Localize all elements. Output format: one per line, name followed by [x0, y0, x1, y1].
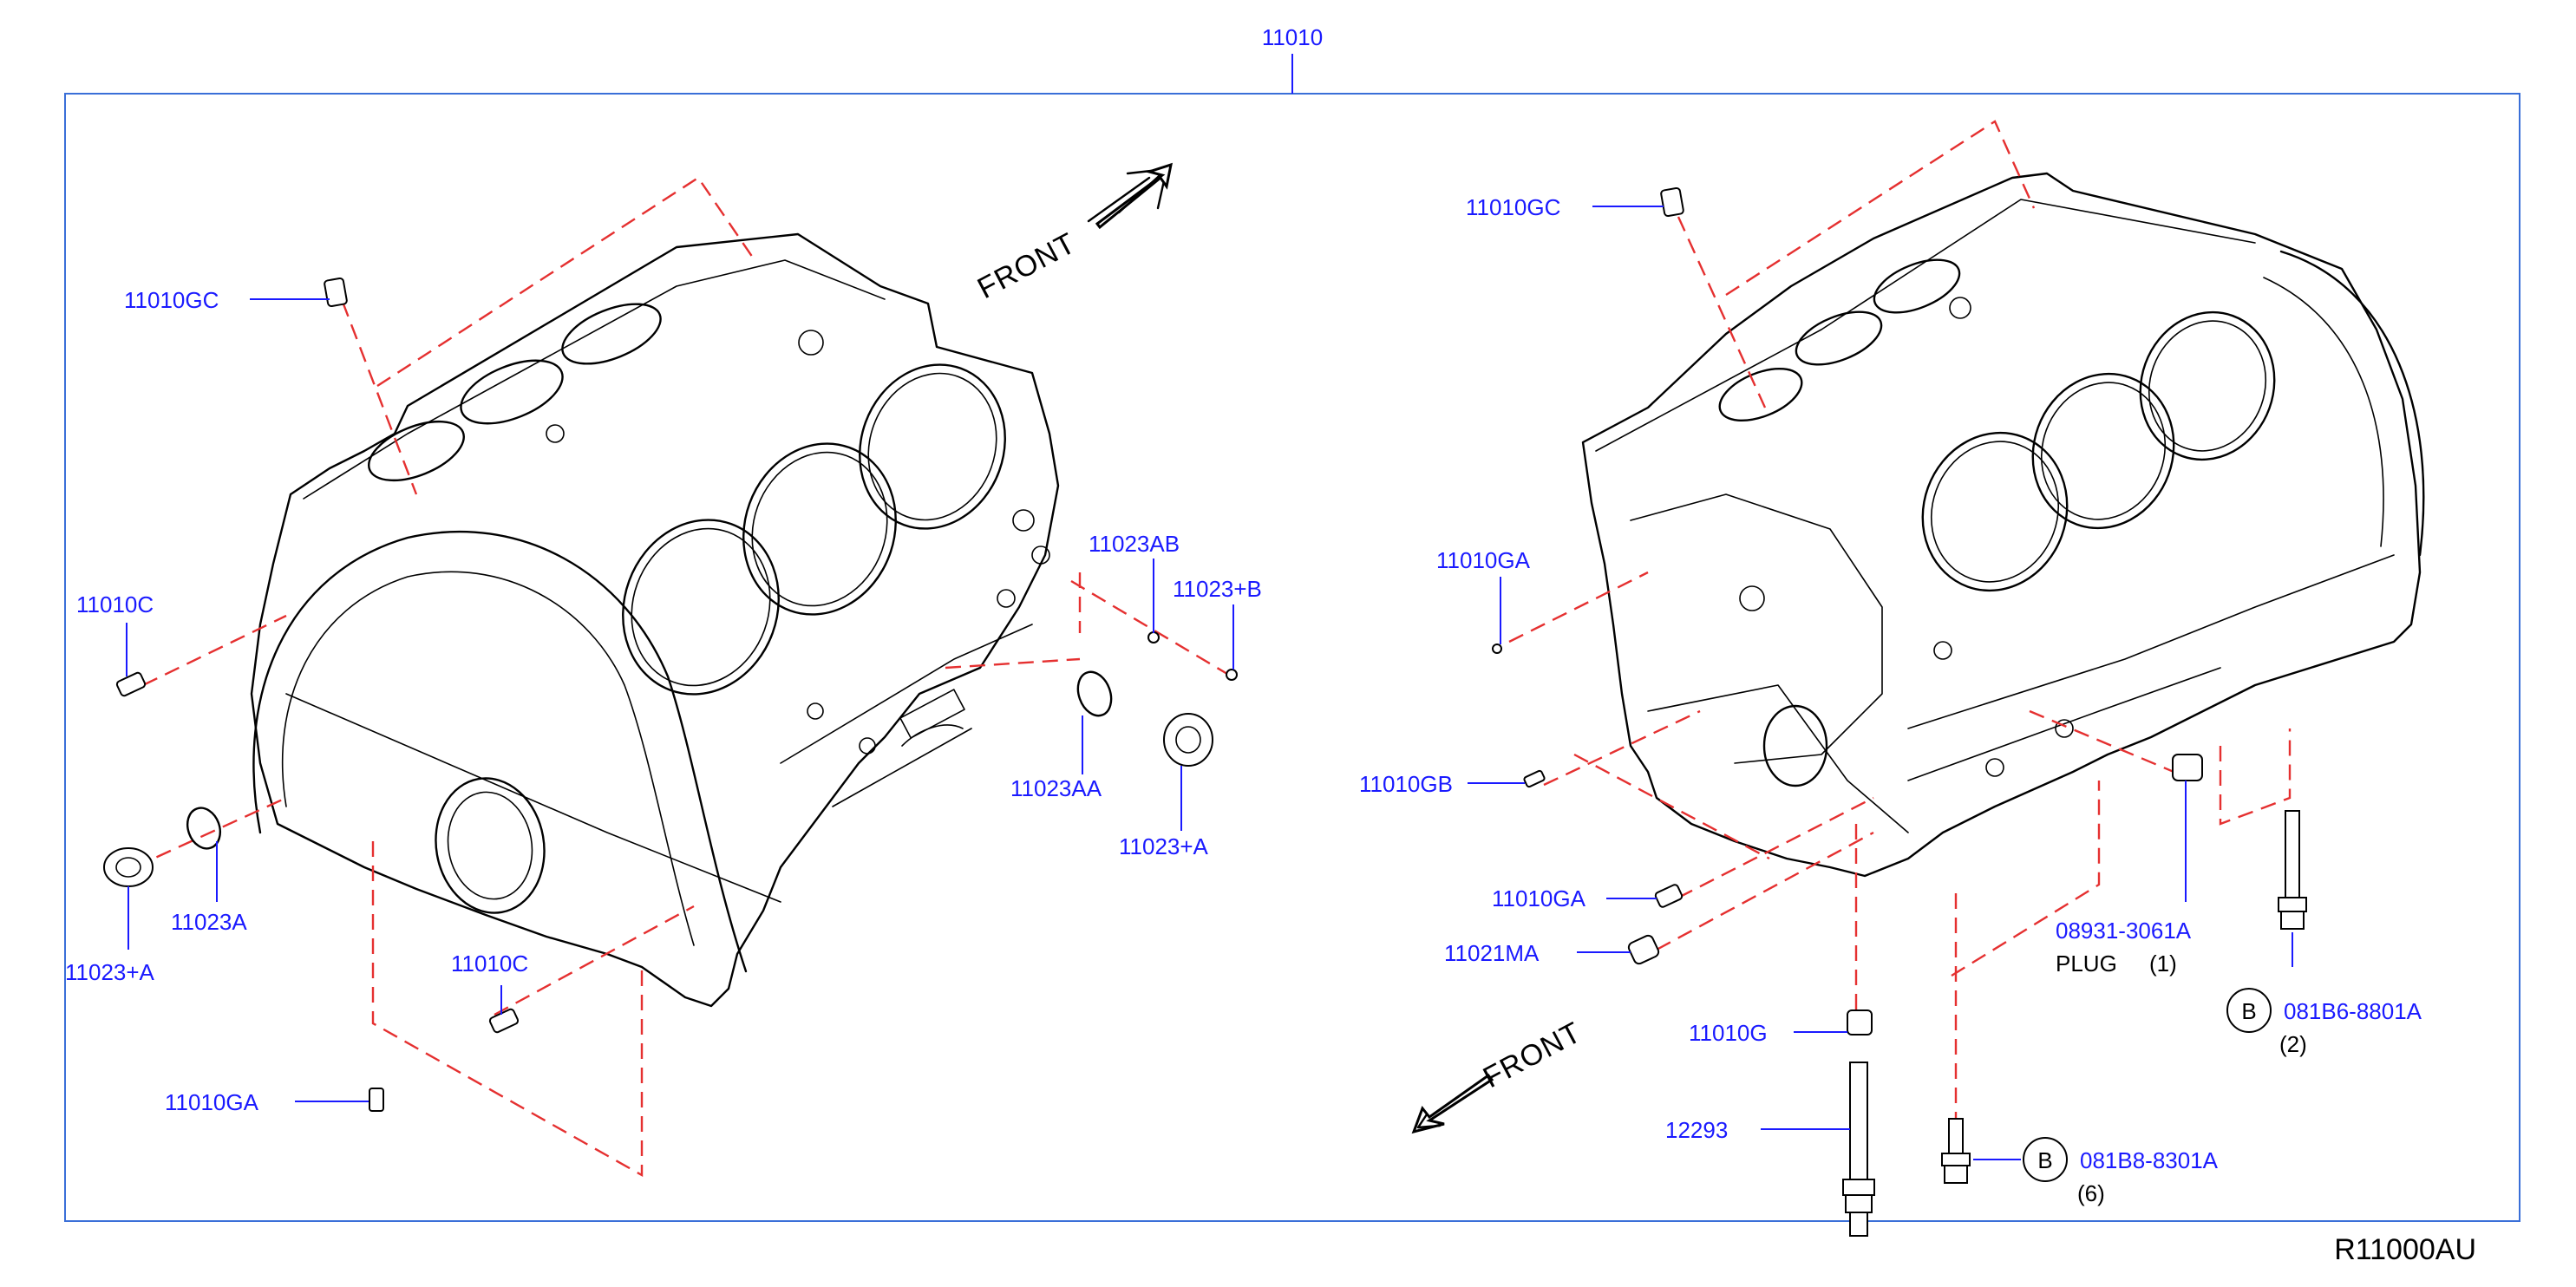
right-dashed-guides	[1508, 120, 2292, 1119]
diagram-frame	[64, 93, 2520, 1222]
label-11010gc-right[interactable]: 11010GC	[1466, 194, 1560, 220]
left-dashed-guides	[134, 176, 1232, 1178]
circle-b-marker-2: B	[2023, 1137, 2068, 1182]
right-small-parts	[1492, 186, 2307, 1237]
plug-08931-3061a[interactable]	[2172, 754, 2203, 781]
right-cylinder-block	[1581, 172, 2425, 878]
plug-11023-a-left[interactable]	[103, 847, 154, 887]
bolt-081b6-8801a[interactable]	[2278, 810, 2307, 930]
dowel-11010ga-right-mid[interactable]	[1654, 884, 1684, 908]
right-leaders	[1468, 206, 2293, 1160]
label-12293[interactable]: 12293	[1665, 1117, 1728, 1143]
dowel-11010gb[interactable]	[1523, 769, 1546, 788]
oring-11023a[interactable]	[182, 803, 226, 853]
label-11010g[interactable]: 11010G	[1689, 1020, 1768, 1046]
label-11023aa[interactable]: 11023AA	[1010, 775, 1102, 801]
label-11021ma[interactable]: 11021MA	[1444, 940, 1540, 966]
label-081b8-8301a[interactable]: 081B8-8301A	[2080, 1147, 2219, 1173]
front-arrow-upper: FRONT	[972, 162, 1173, 305]
label-11010c-left[interactable]: 11010C	[76, 591, 154, 617]
front-label-upper: FRONT	[972, 226, 1082, 305]
label-11010ga-right-top[interactable]: 11010GA	[1436, 547, 1531, 573]
ball-11023ab[interactable]	[1147, 631, 1160, 644]
label-11010gb[interactable]: 11010GB	[1359, 771, 1453, 797]
svg-text:B: B	[2241, 998, 2256, 1024]
ball-11023-b[interactable]	[1226, 669, 1238, 681]
front-label-lower: FRONT	[1478, 1016, 1587, 1094]
circle-b-marker-1: B	[2226, 988, 2272, 1033]
sleeve-11010g[interactable]	[1847, 1009, 1873, 1035]
label-11023ab[interactable]: 11023AB	[1089, 531, 1180, 557]
ball-11010ga-right-top[interactable]	[1492, 644, 1502, 654]
dowel-11010ga-bottom[interactable]	[369, 1088, 384, 1112]
left-cylinder-block	[250, 232, 1060, 1008]
dowel-11010c-left[interactable]	[115, 671, 147, 697]
label-11023-a-mid[interactable]: 11023+A	[1119, 833, 1209, 859]
plug-11021ma[interactable]	[1627, 934, 1660, 965]
left-leaders	[126, 298, 1234, 1102]
plug-note: PLUG	[2056, 951, 2117, 977]
label-11023a[interactable]: 11023A	[171, 909, 247, 935]
quantity-081b6: (2)	[2279, 1031, 2307, 1057]
dowel-11010gc-right[interactable]	[1660, 186, 1684, 218]
oring-11023aa[interactable]	[1072, 667, 1117, 720]
label-08931-3061a[interactable]: 08931-3061A	[2056, 918, 2192, 944]
svg-text:B: B	[2037, 1147, 2052, 1173]
label-11023-a-left[interactable]: 11023+A	[65, 959, 155, 985]
front-arrow-lower: FRONT	[1411, 1016, 1587, 1134]
label-081b6-8801a[interactable]: 081B6-8801A	[2284, 998, 2422, 1024]
title-part-number[interactable]: 11010	[1262, 24, 1323, 50]
dowel-11010c-bottom[interactable]	[488, 1008, 520, 1034]
dowel-11010gc-left[interactable]	[324, 277, 348, 308]
bolt-081b8-8301a[interactable]	[1941, 1118, 1971, 1184]
reference-code: R11000AU	[2334, 1233, 2476, 1266]
label-11023-b[interactable]: 11023+B	[1173, 576, 1262, 602]
quantity-081b8: (6)	[2077, 1180, 2105, 1206]
bolt-12293[interactable]	[1842, 1062, 1875, 1237]
plug-11023-a-mid[interactable]	[1163, 713, 1213, 767]
label-11010c-bottom[interactable]: 11010C	[451, 951, 528, 977]
label-11010gc-left[interactable]: 11010GC	[124, 287, 219, 313]
label-11010ga-right-mid[interactable]: 11010GA	[1492, 885, 1586, 911]
plug-quantity: (1)	[2149, 951, 2177, 977]
left-small-parts	[103, 277, 1238, 1112]
label-11010ga-bottom[interactable]: 11010GA	[165, 1089, 259, 1115]
